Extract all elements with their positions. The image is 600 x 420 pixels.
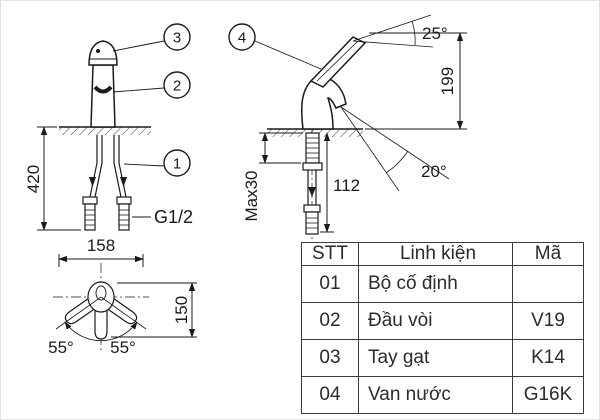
cell-stt: 04 (301, 376, 359, 414)
callout-1-circle (163, 149, 191, 177)
faucet-body-side (301, 76, 347, 130)
header-part: Linh kiện (358, 242, 513, 266)
faucet-body-front (90, 64, 116, 128)
dim-420-label: 420 (24, 165, 43, 193)
cell-stt: 03 (301, 339, 359, 377)
dim-20-label: 20° (421, 162, 447, 181)
side-view-dimensions: 25° 199 20° Max30 112 (242, 14, 467, 233)
table-row: 04 Van nước G16K (301, 376, 584, 414)
table-row: 03 Tay gạt K14 (301, 339, 584, 377)
cell-part: Bộ cố định (358, 265, 513, 303)
cell-code: K14 (512, 339, 584, 377)
callout-1-number: 1 (173, 156, 181, 173)
front-view (59, 40, 151, 231)
table-row: 02 Đầu vòi V19 (301, 302, 584, 340)
dim-g12-label: G1/2 (154, 207, 193, 227)
threaded-connectors (82, 196, 132, 231)
dim-199-label: 199 (438, 67, 457, 95)
faucet-handle-cap (88, 40, 118, 66)
parts-table: STT Linh kiện Mã 01 Bộ cố định 02 Đầu vò… (301, 242, 584, 414)
header-stt: STT (301, 242, 359, 266)
dim-112-label: 112 (333, 176, 360, 195)
cell-part: Van nước (358, 376, 513, 414)
callout-2-number: 2 (173, 78, 181, 95)
supply-hoses (89, 135, 127, 198)
callouts: 3 2 1 4 (112, 23, 322, 177)
callout-3-number: 3 (173, 30, 181, 47)
cell-part: Đầu vòi (358, 302, 513, 340)
header-code: Mã (512, 242, 584, 266)
dim-55-left-label: 55° (48, 338, 74, 357)
top-view-dimensions: 150 (111, 282, 197, 338)
cell-part: Tay gạt (358, 339, 513, 377)
dim-55-right-label: 55° (110, 338, 136, 357)
swing-arc (64, 321, 138, 342)
cell-code: G16K (512, 376, 584, 414)
table-row: 01 Bộ cố định (301, 265, 584, 303)
callout-2-circle (163, 71, 191, 99)
dim-150-label: 150 (172, 296, 191, 324)
cell-code (512, 265, 584, 303)
front-view-dimensions: 420 G1/2 158 (24, 126, 193, 267)
cell-code: V19 (512, 302, 584, 340)
callout-4-number: 4 (238, 30, 246, 47)
deck-hatch (59, 127, 151, 135)
handle-side (309, 36, 367, 88)
dim-158-label: 158 (87, 236, 115, 255)
callout-4-circle (228, 23, 256, 51)
top-view: 55° 55° (48, 263, 149, 357)
side-view (267, 36, 367, 239)
cell-stt: 02 (301, 302, 359, 340)
callout-3-circle (163, 23, 191, 51)
table-header-row: STT Linh kiện Mã (301, 242, 584, 266)
handle-screw (96, 49, 100, 53)
spout-opening (93, 85, 113, 94)
dim-max30-label: Max30 (242, 170, 261, 221)
cell-stt: 01 (301, 265, 359, 303)
